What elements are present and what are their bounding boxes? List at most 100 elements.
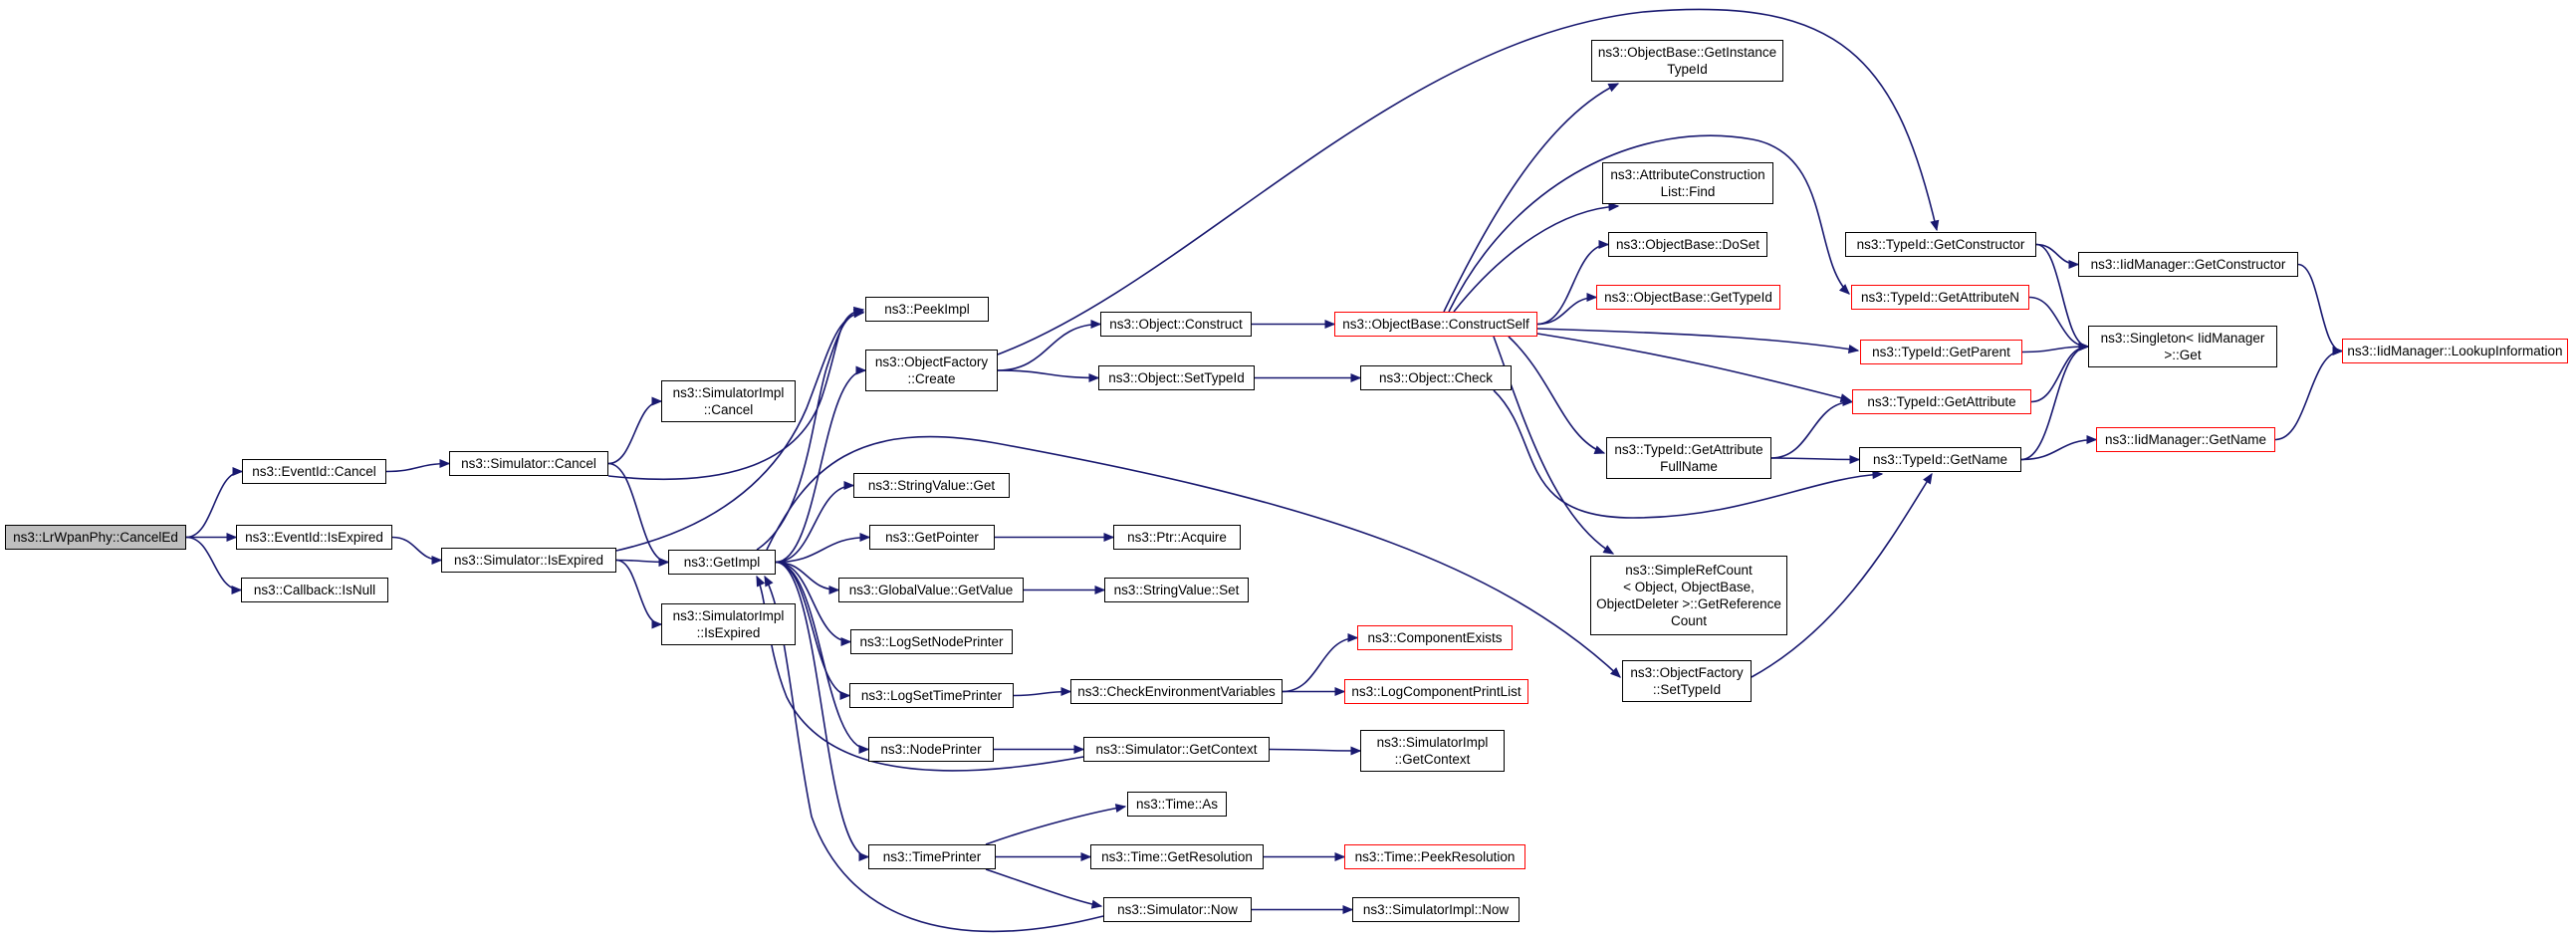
arrowhead (2332, 346, 2344, 356)
arrowhead (1923, 472, 1933, 485)
node-typeid-getname[interactable]: ns3::TypeId::GetName (1859, 447, 2021, 472)
arrowhead (431, 555, 443, 566)
edge-cancel-ed-to-callback-isnull (185, 536, 242, 591)
arrowhead (1609, 667, 1621, 678)
node-objbase-doset[interactable]: ns3::ObjectBase::DoSet (1608, 232, 1767, 257)
node-stringvalue-get[interactable]: ns3::StringValue::Get (853, 473, 1010, 498)
edge-typeid-getattrfullname-to-typeid-getattribute (1770, 400, 1853, 459)
edge-sim-getcontext-to-simimpl-getcontext (1269, 748, 1361, 752)
node-iidmanager-lookupinfo[interactable]: ns3::IidManager::LookupInformation (2342, 339, 2568, 363)
node-objbase-constructself[interactable]: ns3::ObjectBase::ConstructSelf (1334, 312, 1537, 337)
arrowhead (2068, 259, 2080, 270)
arrowhead (1593, 445, 1606, 455)
node-singleton-get[interactable]: ns3::Singleton< IidManager >::Get (2088, 326, 2277, 367)
arrowhead (1598, 239, 1610, 250)
node-peekimpl[interactable]: ns3::PeekImpl (865, 297, 989, 322)
edge-iidmanager-getname-to-iidmanager-lookupinfo (2274, 350, 2343, 441)
node-objfactory-create[interactable]: ns3::ObjectFactory ::Create (865, 350, 998, 391)
edge-getimpl-to-stringvalue-get (775, 484, 854, 564)
edge-objbase-constructself-to-objbase-getinstancetypeid (1443, 83, 1619, 313)
node-timeprinter[interactable]: ns3::TimePrinter (868, 844, 996, 869)
node-getimpl[interactable]: ns3::GetImpl (668, 550, 776, 575)
node-component-exists[interactable]: ns3::ComponentExists (1357, 625, 1513, 650)
arrowhead (764, 575, 774, 588)
node-simulator-isexpired[interactable]: ns3::Simulator::IsExpired (441, 548, 616, 573)
node-objbase-gettypeid[interactable]: ns3::ObjectBase::GetTypeId (1596, 285, 1780, 310)
node-object-construct[interactable]: ns3::Object::Construct (1100, 312, 1252, 337)
edge-objbase-constructself-to-typeid-getattrfullname (1508, 336, 1605, 454)
arrowhead (1080, 851, 1092, 862)
node-logsettimeprinter[interactable]: ns3::LogSetTimePrinter (849, 683, 1014, 708)
node-typeid-getattrfullname[interactable]: ns3::TypeId::GetAttribute FullName (1606, 437, 1771, 479)
node-simimpl-now[interactable]: ns3::SimulatorImpl::Now (1352, 897, 1520, 922)
node-simimpl-isexpired[interactable]: ns3::SimulatorImpl ::IsExpired (661, 603, 796, 645)
node-time-as[interactable]: ns3::Time::As (1127, 792, 1227, 817)
edge-getimpl-to-timeprinter (775, 561, 869, 858)
node-stringvalue-set[interactable]: ns3::StringValue::Set (1104, 578, 1249, 602)
edge-getimpl-to-nodeprinter (775, 561, 869, 751)
node-sim-getcontext[interactable]: ns3::Simulator::GetContext (1083, 737, 1270, 762)
node-object-check[interactable]: ns3::Object::Check (1360, 365, 1512, 390)
node-objfactory-settypeid[interactable]: ns3::ObjectFactory ::SetTypeId (1622, 660, 1752, 702)
arrowhead (855, 365, 867, 375)
node-logcomponent-printlist[interactable]: ns3::LogComponentPrintList (1344, 679, 1528, 704)
node-eventid-cancel[interactable]: ns3::EventId::Cancel (242, 459, 386, 484)
node-callback-isnull[interactable]: ns3::Callback::IsNull (241, 578, 388, 602)
node-eventid-isexpired[interactable]: ns3::EventId::IsExpired (236, 525, 392, 550)
arrowhead (231, 585, 243, 595)
arrowhead (1849, 454, 1861, 465)
node-getpointer[interactable]: ns3::GetPointer (869, 525, 995, 550)
edge-iidmanager-getconstructor-to-iidmanager-lookupinfo (2297, 263, 2343, 353)
arrowhead (1334, 686, 1346, 697)
arrowhead (843, 480, 855, 491)
node-simimpl-cancel[interactable]: ns3::SimulatorImpl ::Cancel (661, 380, 796, 422)
node-globalvalue-getvalue[interactable]: ns3::GlobalValue::GetValue (838, 578, 1024, 602)
node-nodeprinter[interactable]: ns3::NodePrinter (868, 737, 994, 762)
edge-simulator-isexpired-to-peekimpl (615, 311, 864, 552)
edge-object-check-to-typeid-getname (1493, 389, 1883, 519)
edge-simulator-cancel-to-simimpl-cancel (607, 400, 662, 465)
node-time-peekresolution[interactable]: ns3::Time::PeekResolution (1344, 844, 1525, 869)
node-simplerefcount[interactable]: ns3::SimpleRefCount < Object, ObjectBase… (1590, 556, 1787, 635)
node-typeid-getparent[interactable]: ns3::TypeId::GetParent (1860, 340, 2022, 364)
arrowhead (651, 619, 663, 629)
edge-objbase-constructself-to-typeid-getattributen (1448, 134, 1850, 313)
node-objbase-getinstancetypeid[interactable]: ns3::ObjectBase::GetInstance TypeId (1591, 40, 1783, 82)
arrowhead (839, 690, 851, 701)
edge-objbase-constructself-to-objbase-doset (1536, 243, 1609, 326)
edge-check-env-to-component-exists (1282, 636, 1358, 693)
node-sim-now[interactable]: ns3::Simulator::Now (1103, 897, 1252, 922)
arrowhead (1872, 469, 1884, 480)
node-time-getresolution[interactable]: ns3::Time::GetResolution (1090, 844, 1264, 869)
node-check-env[interactable]: ns3::CheckEnvironmentVariables (1070, 679, 1283, 704)
node-typeid-getconstructor[interactable]: ns3::TypeId::GetConstructor (1845, 232, 2036, 257)
arrowhead (1342, 904, 1354, 915)
arrowhead (1094, 585, 1106, 595)
node-attrconstruct-find[interactable]: ns3::AttributeConstruction List::Find (1602, 162, 1773, 204)
arrowhead (1334, 851, 1346, 862)
arrowhead (1073, 744, 1085, 755)
node-logsetnodeprinter[interactable]: ns3::LogSetNodePrinter (850, 629, 1013, 654)
node-simulator-cancel[interactable]: ns3::Simulator::Cancel (449, 451, 608, 476)
edge-typeid-getname-to-singleton-get (2020, 346, 2089, 461)
edge-cancel-ed-to-eventid-cancel (185, 470, 243, 539)
arrowhead (439, 458, 451, 469)
edge-objbase-constructself-to-typeid-getattribute (1536, 333, 1851, 401)
edge-typeid-getattribute-to-singleton-get (2030, 346, 2089, 403)
arrowhead (226, 532, 238, 543)
arrowhead (1350, 372, 1362, 383)
arrowhead (1060, 686, 1072, 697)
node-typeid-getattribute[interactable]: ns3::TypeId::GetAttribute (1852, 389, 2031, 414)
arrowhead (1602, 545, 1615, 555)
node-iidmanager-getname[interactable]: ns3::IidManager::GetName (2096, 427, 2275, 452)
edge-simulator-isexpired-to-simimpl-isexpired (615, 559, 662, 625)
edge-typeid-getattrfullname-to-typeid-getname (1770, 457, 1860, 461)
node-simimpl-getcontext[interactable]: ns3::SimulatorImpl ::GetContext (1360, 730, 1505, 772)
node-cancel-ed: ns3::LrWpanPhy::CancelEd (5, 525, 186, 550)
node-typeid-getattributen[interactable]: ns3::TypeId::GetAttributeN (1851, 285, 2029, 310)
edge-timeprinter-to-time-as (985, 806, 1126, 845)
node-ptr-acquire[interactable]: ns3::Ptr::Acquire (1113, 525, 1241, 550)
node-object-settypeid[interactable]: ns3::Object::SetTypeId (1098, 365, 1255, 390)
node-iidmanager-getconstructor[interactable]: ns3::IidManager::GetConstructor (2078, 252, 2298, 277)
